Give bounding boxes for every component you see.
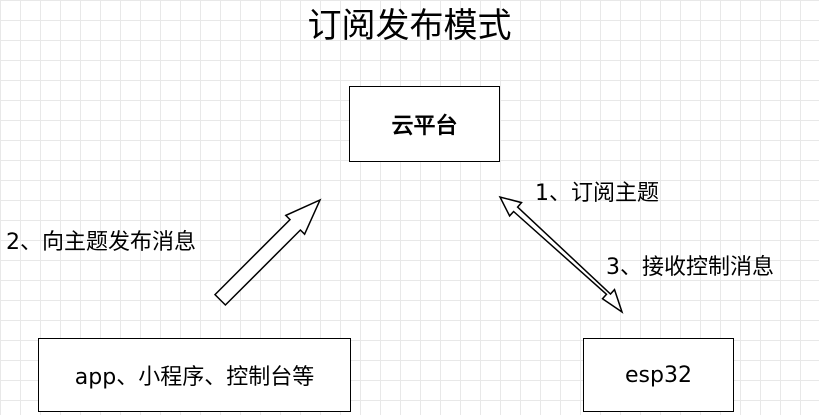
client-label: app、小程序、控制台等 bbox=[74, 365, 315, 390]
cloud-platform-node: 云平台 bbox=[349, 86, 500, 162]
receive-label: 3、接收控制消息 bbox=[606, 255, 774, 280]
publish-label: 2、向主题发布消息 bbox=[6, 230, 196, 255]
diagram-title: 订阅发布模式 bbox=[307, 6, 512, 46]
publish-arrow bbox=[213, 198, 322, 307]
esp32-label: esp32 bbox=[625, 362, 692, 388]
cloud-platform-label: 云平台 bbox=[391, 114, 458, 139]
subscribe-label: 1、订阅主题 bbox=[535, 181, 659, 206]
subscribe-receive-arrow bbox=[498, 195, 624, 314]
client-node: app、小程序、控制台等 bbox=[38, 338, 351, 412]
esp32-node: esp32 bbox=[583, 338, 734, 412]
